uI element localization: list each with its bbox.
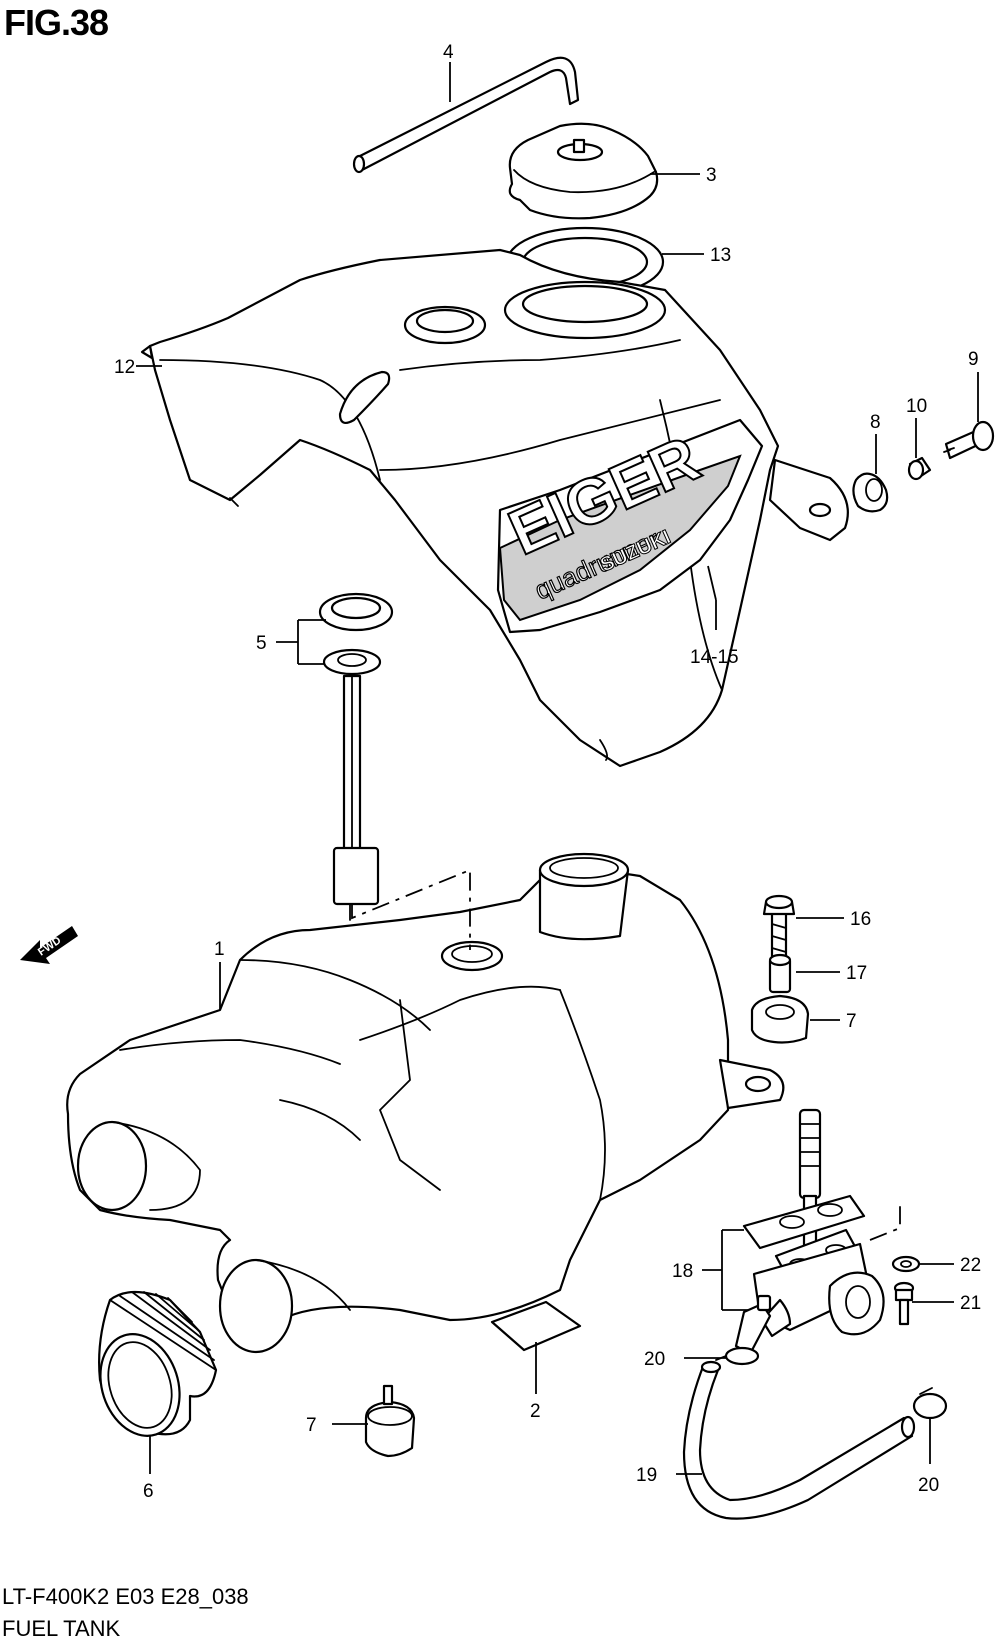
figure-name: FUEL TANK [2,1616,121,1641]
part-fuel-valve [734,1108,885,1356]
part-fuel-gauge [318,592,394,921]
leader-lines [136,62,979,1475]
part-collar-11 [907,456,932,481]
callout-14-15: 14-15 [690,647,739,668]
callout-16: 16 [850,909,871,930]
part-tank-cover [140,248,849,768]
callout-3: 3 [706,165,717,186]
callout-8: 7 [846,1011,857,1032]
callout-10: 9 [968,349,979,370]
alignment-line-gauge [351,868,471,950]
part-bolt-16 [762,894,796,962]
part-cushion-8 [750,994,810,1044]
callout-22: 22 [960,1255,981,1276]
part-clamp-20-upper [715,1346,760,1366]
model-code: LT-F400K2 E03 E28_038 [2,1584,249,1609]
part-tank-ring [98,1290,218,1437]
callout-21: 21 [960,1293,981,1314]
callout-18: 18 [672,1261,693,1282]
callout-12: 12 [114,357,135,378]
figure-title: FIG.38 [4,2,109,43]
part-breather-hose [352,56,580,174]
part-fuel-tank [66,852,785,1354]
callout-9: 8 [870,412,881,433]
callout-11: 10 [906,396,927,417]
part-cushion-7 [364,1384,416,1458]
callout-13: 13 [710,245,731,266]
part-bolt-10 [943,420,995,460]
part-fuel-cap [508,122,659,220]
callout-7: 7 [306,1415,317,1436]
callout-labels: 4 3 13 12 9 8 10 14-15 5 1 16 17 7 18 22… [114,42,981,1502]
part-fuel-hose [682,1360,916,1520]
callout-20-upper: 20 [644,1349,665,1370]
callout-1: 1 [214,939,225,960]
part-cushion-9 [852,472,889,513]
callout-19: 19 [636,1465,657,1486]
callout-2: 2 [530,1401,541,1422]
part-pad-2 [490,1300,582,1352]
part-washer-22 [891,1255,921,1273]
callout-6: 6 [143,1481,154,1502]
part-screw-21 [893,1281,915,1326]
callout-4: 4 [443,42,454,63]
callout-5: 5 [256,633,267,654]
forward-arrow-icon: FWD [20,926,78,964]
callout-20-lower: 20 [918,1475,939,1496]
part-collar-17 [768,953,792,994]
callout-17: 17 [846,963,867,984]
alignment-line-valve [869,1200,901,1241]
part-clamp-20-lower [912,1387,948,1420]
